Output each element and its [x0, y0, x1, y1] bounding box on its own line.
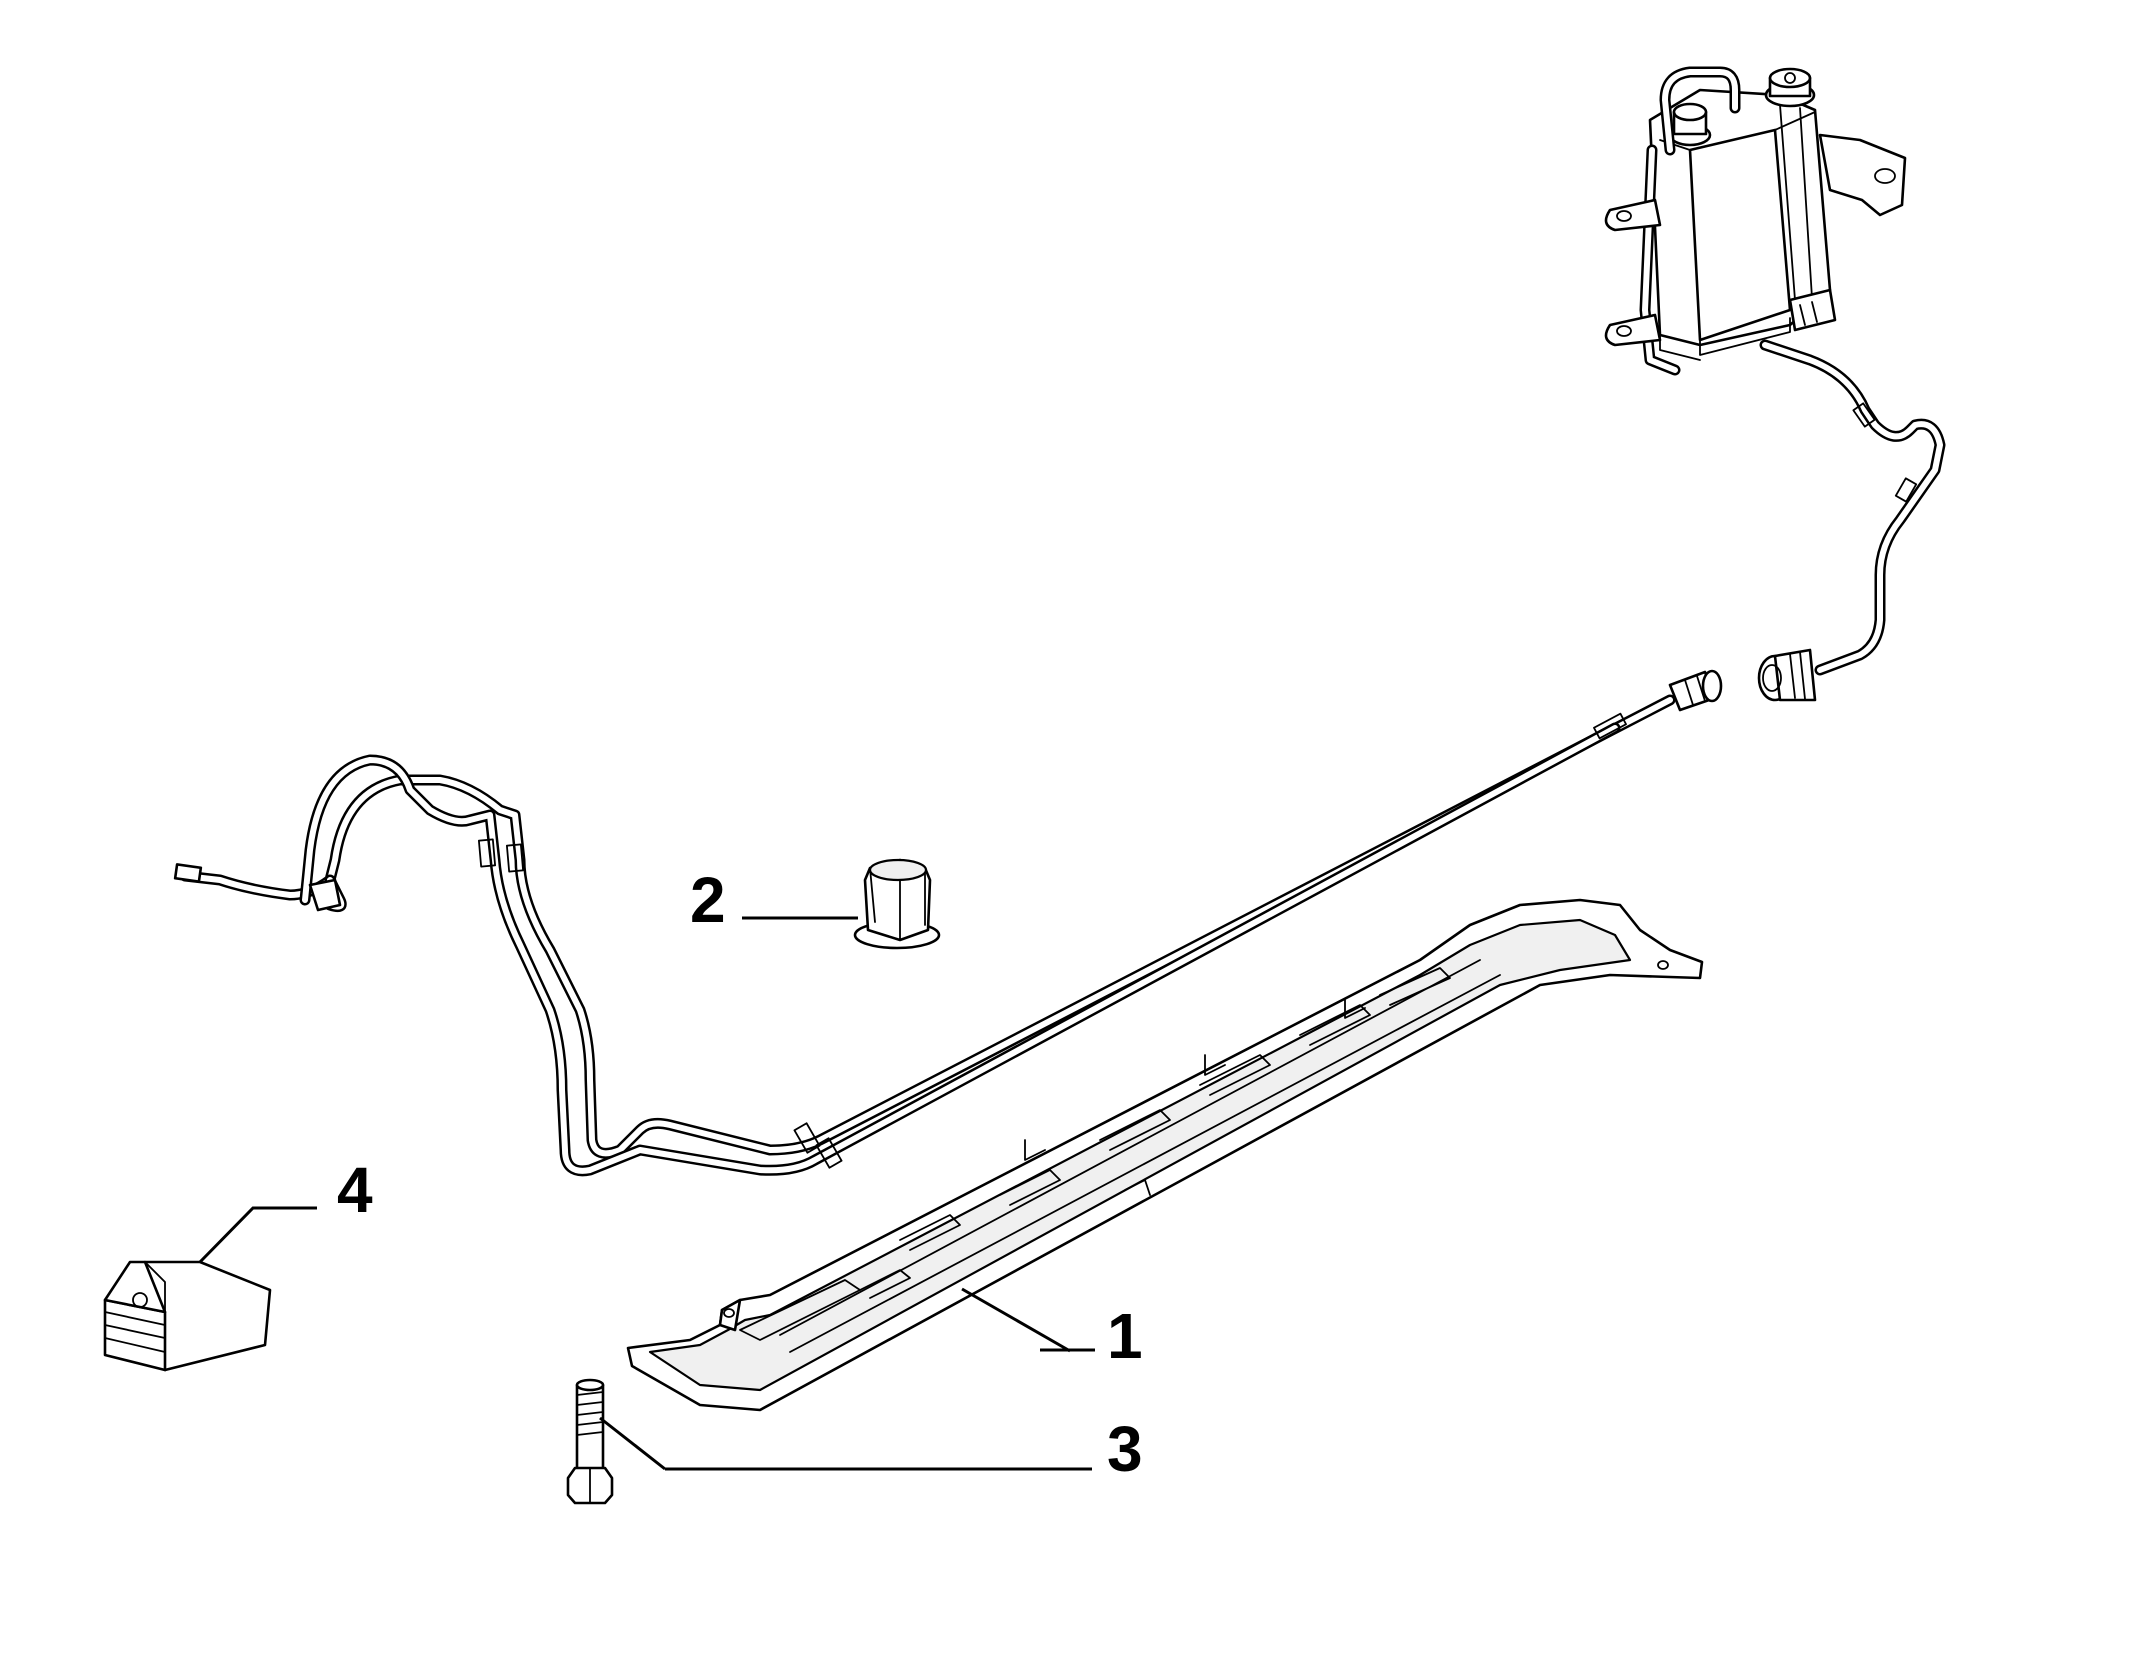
canister-outlet-pipe — [1759, 339, 1946, 676]
leader-1 — [961, 1287, 1071, 1353]
fuel-lines — [173, 694, 1676, 1177]
part-nut — [853, 858, 941, 950]
part-clip-bracket — [103, 1260, 272, 1372]
callout-label-1: 1 — [1107, 1300, 1143, 1372]
part-bolt — [566, 1378, 614, 1505]
quick-connector-right — [1757, 648, 1817, 702]
callout-label-2: 2 — [690, 864, 726, 936]
part-fuel-line-cover — [626, 898, 1704, 1412]
callout-labels: 1 2 3 4 — [337, 864, 1143, 1485]
callout-label-4: 4 — [337, 1154, 373, 1226]
callout-label-3: 3 — [1107, 1413, 1143, 1485]
leader-4 — [198, 1206, 317, 1264]
quick-connector-left — [1668, 669, 1723, 712]
canister-assembly — [1604, 66, 1907, 376]
callout-leaders — [198, 916, 1095, 1471]
